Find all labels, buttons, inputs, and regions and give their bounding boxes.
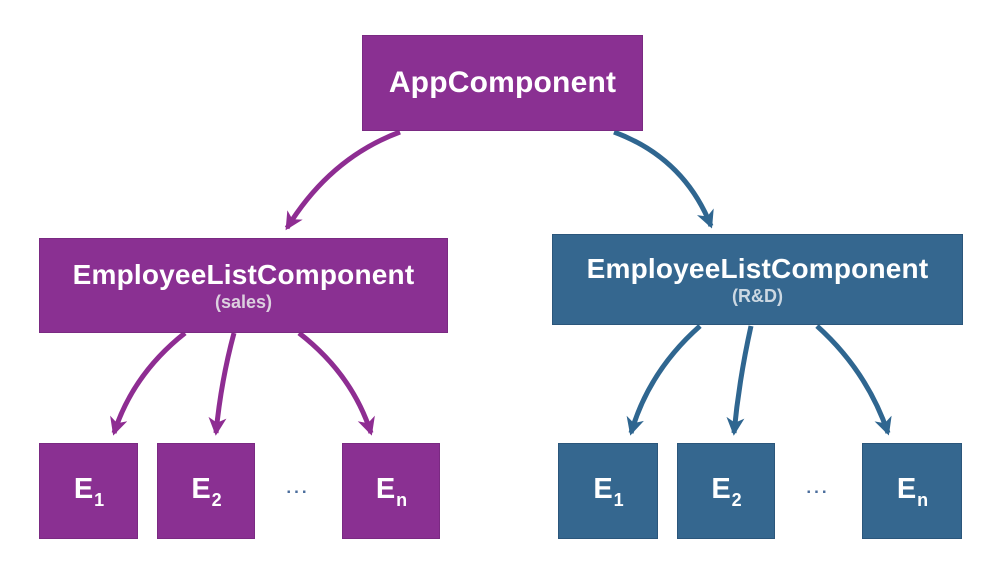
- node-sales-employee-n: En: [342, 443, 440, 539]
- node-label: E2: [191, 472, 222, 511]
- arrow-sales-to-e2: [208, 332, 237, 436]
- node-rnd-employee-1: E1: [558, 443, 658, 539]
- node-app-component: AppComponent: [362, 35, 643, 131]
- node-label: En: [375, 472, 408, 511]
- node-subtitle: (sales): [214, 291, 273, 312]
- arrow-sales-to-en: [297, 331, 375, 436]
- node-title: EmployeeListComponent: [586, 252, 929, 284]
- node-sales-employee-1: E1: [39, 443, 138, 539]
- sales-ellipsis: ...: [286, 478, 310, 497]
- node-label: E1: [73, 472, 105, 511]
- rnd-ellipsis: ...: [806, 478, 830, 497]
- arrow-rnd-to-e2: [726, 325, 754, 436]
- arrow-sales-to-e1: [110, 331, 187, 436]
- node-subtitle: (R&D): [732, 285, 783, 306]
- node-employee-list-sales: EmployeeListComponent (sales): [39, 238, 448, 333]
- arrow-root-to-sales: [284, 129, 401, 231]
- node-rnd-employee-2: E2: [677, 443, 775, 539]
- node-label: AppComponent: [388, 66, 617, 99]
- node-sales-employee-2: E2: [157, 443, 255, 539]
- node-employee-list-rnd: EmployeeListComponent (R&D): [552, 234, 963, 325]
- arrow-rnd-to-en: [815, 324, 892, 436]
- node-label: En: [896, 472, 929, 511]
- node-title: EmployeeListComponent: [72, 258, 415, 290]
- node-label: E2: [711, 472, 742, 511]
- arrow-root-to-rnd: [613, 129, 714, 229]
- node-label: E1: [593, 472, 624, 511]
- node-rnd-employee-n: En: [862, 443, 962, 539]
- arrow-rnd-to-e1: [626, 324, 702, 436]
